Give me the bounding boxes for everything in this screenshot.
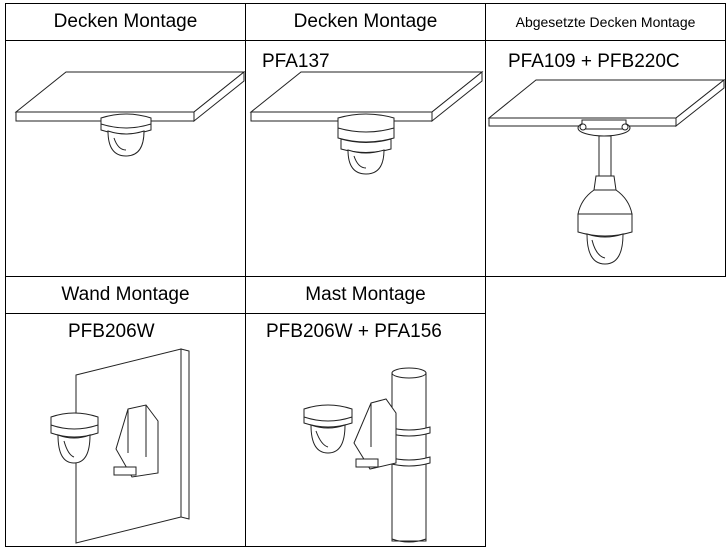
accessory-model: PFB206W + PFA156 — [266, 321, 442, 342]
accessory-model: PFB206W — [68, 321, 155, 342]
ceiling-dome-bracket-drawing — [246, 4, 487, 278]
panel-title: Mast Montage — [246, 277, 485, 314]
wall-mount-drawing — [6, 277, 247, 548]
panel-title: Decken Montage — [246, 4, 485, 41]
panel-title: Wand Montage — [6, 277, 245, 314]
panel-pole-mount: Mast Montage PFB206W + PFA156 — [245, 276, 486, 547]
panel-title: Abgesetzte Decken Montage — [486, 4, 725, 41]
pole-mount-drawing — [246, 277, 487, 548]
panel-wall-mount: Wand Montage PFB206W — [5, 276, 246, 547]
panel-pendant-mount: Abgesetzte Decken Montage PFA109 + PFB22… — [485, 3, 726, 277]
accessory-model: PFA137 — [262, 51, 330, 72]
accessory-model: PFA109 + PFB220C — [508, 51, 680, 72]
panel-ceiling-mount-pfa137: Decken Montage PFA137 — [245, 3, 486, 277]
panel-ceiling-mount: Decken Montage — [5, 3, 246, 277]
panel-title: Decken Montage — [6, 4, 245, 41]
pendant-dome-drawing — [486, 4, 727, 278]
ceiling-dome-drawing — [6, 4, 247, 278]
